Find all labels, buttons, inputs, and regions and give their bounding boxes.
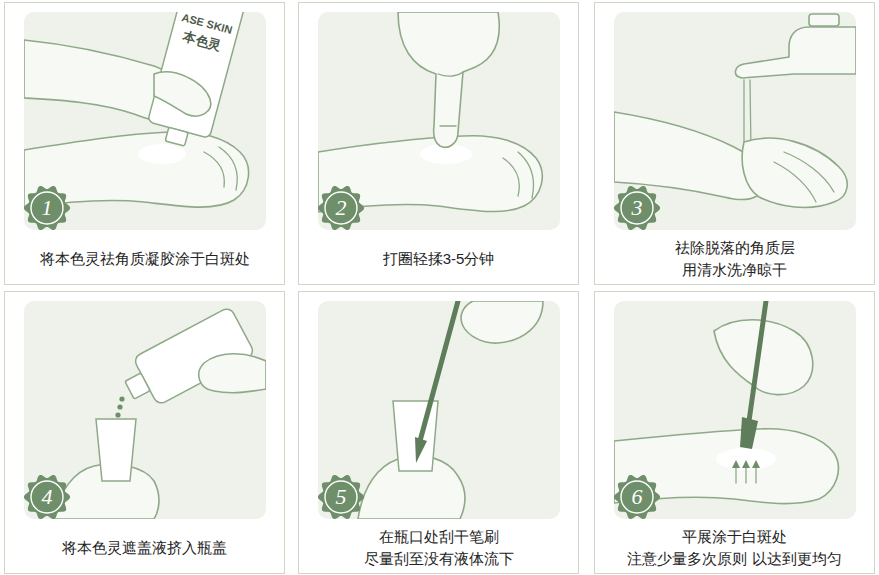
step-panel: 平展涂于白斑处 注意少量多次原则 以达到更均匀 6 <box>594 291 875 574</box>
step-illustration <box>24 0 266 230</box>
finger-lines <box>438 72 463 126</box>
faucet-handle <box>809 14 839 26</box>
image-ground <box>614 12 856 230</box>
flower-badge <box>318 186 364 230</box>
step-illustration <box>318 12 560 230</box>
badge-ring <box>325 481 357 513</box>
bottle-cap <box>96 419 136 481</box>
step-illustration <box>24 301 266 519</box>
brush-handle <box>420 301 458 441</box>
gel-tube <box>144 12 246 152</box>
badge-ring <box>621 481 653 513</box>
step-number: 4 <box>42 486 53 508</box>
faucet <box>735 27 856 78</box>
white-patch <box>716 448 776 470</box>
step-panel: 祛除脱落的角质层 用清水洗净晾干 3 <box>594 2 875 285</box>
product-label: 本色灵 <box>181 30 222 53</box>
flower-badge <box>318 475 364 519</box>
brush-handle <box>749 301 766 421</box>
step-illustration <box>614 12 856 230</box>
bottle-cap <box>393 401 438 471</box>
step-caption: 在瓶口处刮干笔刷 尽量刮至没有液体流下 <box>344 526 534 570</box>
pointing-hand <box>398 12 499 147</box>
pouring-hand <box>199 354 266 393</box>
flower-badge <box>614 186 660 230</box>
caption-area: 将本色灵遮盖液挤入瓶盖 <box>5 524 284 572</box>
step-caption: 祛除脱落的角质层 用清水洗净晾干 <box>640 237 830 281</box>
washing-hands <box>742 138 847 207</box>
knuckle-lines <box>204 147 237 190</box>
step-number: 1 <box>42 197 53 219</box>
step-caption: 平展涂于白斑处 注意少量多次原则 以达到更均匀 <box>624 526 846 570</box>
step-caption: 打圈轻揉3-5分钟 <box>383 248 495 270</box>
image-ground <box>614 301 856 519</box>
step-caption: 将本色灵祛角质凝胶涂于白斑处 <box>40 248 250 270</box>
brush-bristles <box>740 417 758 449</box>
step-number: 2 <box>336 197 347 219</box>
step-badge: 4 <box>23 473 71 521</box>
image-ground <box>318 12 560 230</box>
arrow-heads <box>732 460 760 468</box>
caption-area: 祛除脱落的角质层 用清水洗净晾干 <box>595 235 874 283</box>
gel-patch <box>138 144 186 164</box>
caption-area: 将本色灵祛角质凝胶涂于白斑处 <box>5 235 284 283</box>
step-illustration <box>318 301 560 519</box>
caption-area: 打圈轻揉3-5分钟 <box>299 235 578 283</box>
step-badge: 2 <box>317 184 365 232</box>
spread-arrows <box>736 467 756 483</box>
step-badge: 5 <box>317 473 365 521</box>
caption-area: 在瓶口处刮干笔刷 尽量刮至没有液体流下 <box>299 524 578 572</box>
drop <box>119 396 124 401</box>
drop <box>117 404 122 409</box>
drop <box>115 412 120 417</box>
caption-area: 平展涂于白斑处 注意少量多次原则 以达到更均匀 <box>595 524 874 572</box>
step-badge: 1 <box>23 184 71 232</box>
image-ground <box>24 301 266 519</box>
step-badge: 3 <box>613 184 661 232</box>
flower-badge <box>24 475 70 519</box>
step-panel: 在瓶口处刮干笔刷 尽量刮至没有液体流下 5 <box>298 291 579 574</box>
step-panel: 打圈轻揉3-5分钟 2 <box>298 2 579 285</box>
bottle-neck <box>125 373 150 399</box>
brush-bristles <box>415 437 427 463</box>
step-number: 5 <box>336 486 347 508</box>
knuckle-lines <box>503 152 533 198</box>
image-ground <box>318 301 560 519</box>
tube-nozzle <box>165 127 188 146</box>
gripping-fingers <box>154 72 211 116</box>
badge-ring <box>31 481 63 513</box>
step-number: 3 <box>632 197 643 219</box>
step-panel: 将本色灵遮盖液挤入瓶盖 4 <box>4 291 285 574</box>
step-illustration <box>614 301 856 519</box>
tube-body <box>148 12 246 138</box>
badge-ring <box>31 192 63 224</box>
badge-ring <box>621 192 653 224</box>
flower-badge <box>24 186 70 230</box>
step-caption: 将本色灵遮盖液挤入瓶盖 <box>62 537 227 559</box>
brush-hand <box>461 301 543 343</box>
badge-ring <box>325 192 357 224</box>
step-number: 6 <box>632 486 643 508</box>
step-badge: 6 <box>613 473 661 521</box>
flower-badge <box>614 475 660 519</box>
finger-lines <box>774 152 834 202</box>
step-panel: 将本色灵祛角质凝胶涂于白斑处 1 <box>4 2 285 285</box>
